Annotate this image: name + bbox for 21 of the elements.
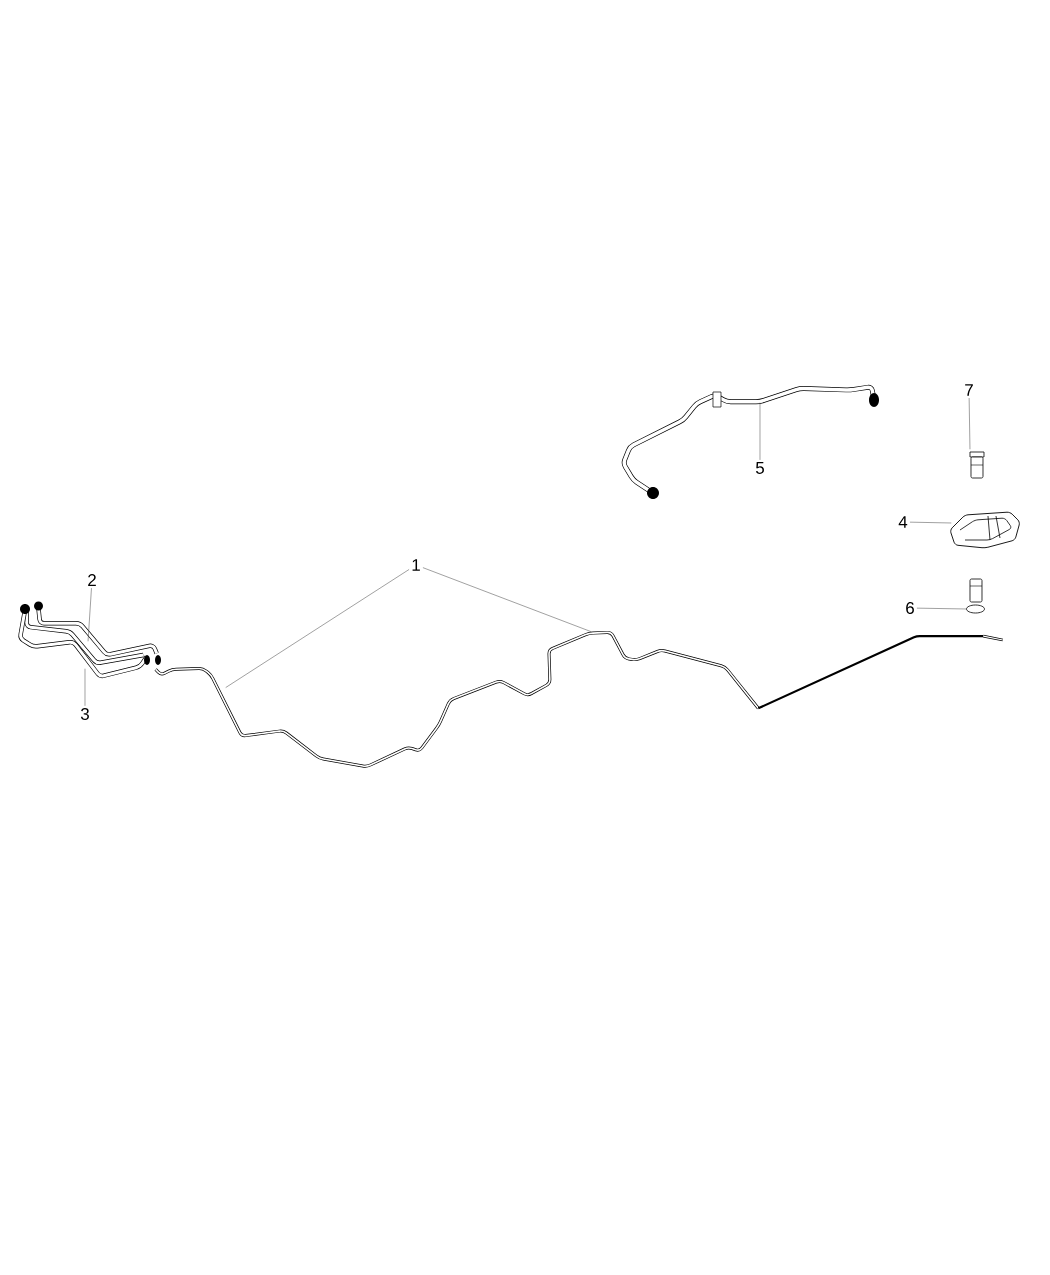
fuel-hose-drawing: [622, 384, 879, 499]
leader-line: [225, 569, 410, 688]
callout-number: 4: [898, 516, 908, 528]
clip-drawing: [969, 451, 985, 479]
leader-line: [968, 397, 971, 450]
fuel-line-drawing: [154, 630, 1004, 768]
leader-line: [87, 587, 92, 642]
clip-drawing: [966, 578, 985, 614]
callout-number: 3: [80, 708, 89, 720]
leader-line: [916, 607, 967, 610]
callout-number: 2: [88, 574, 96, 586]
fuel-line-drawing: [24, 601, 161, 665]
leader-line: [909, 521, 952, 524]
fuel-line-drawing: [18, 604, 150, 679]
clip-drawing: [950, 511, 1020, 549]
callout-number: 1: [412, 559, 420, 571]
leader-line: [759, 402, 761, 461]
leader-line: [422, 567, 592, 632]
callout-number: 6: [906, 602, 914, 614]
leader-line: [84, 668, 86, 707]
callout-number: 7: [965, 384, 973, 396]
